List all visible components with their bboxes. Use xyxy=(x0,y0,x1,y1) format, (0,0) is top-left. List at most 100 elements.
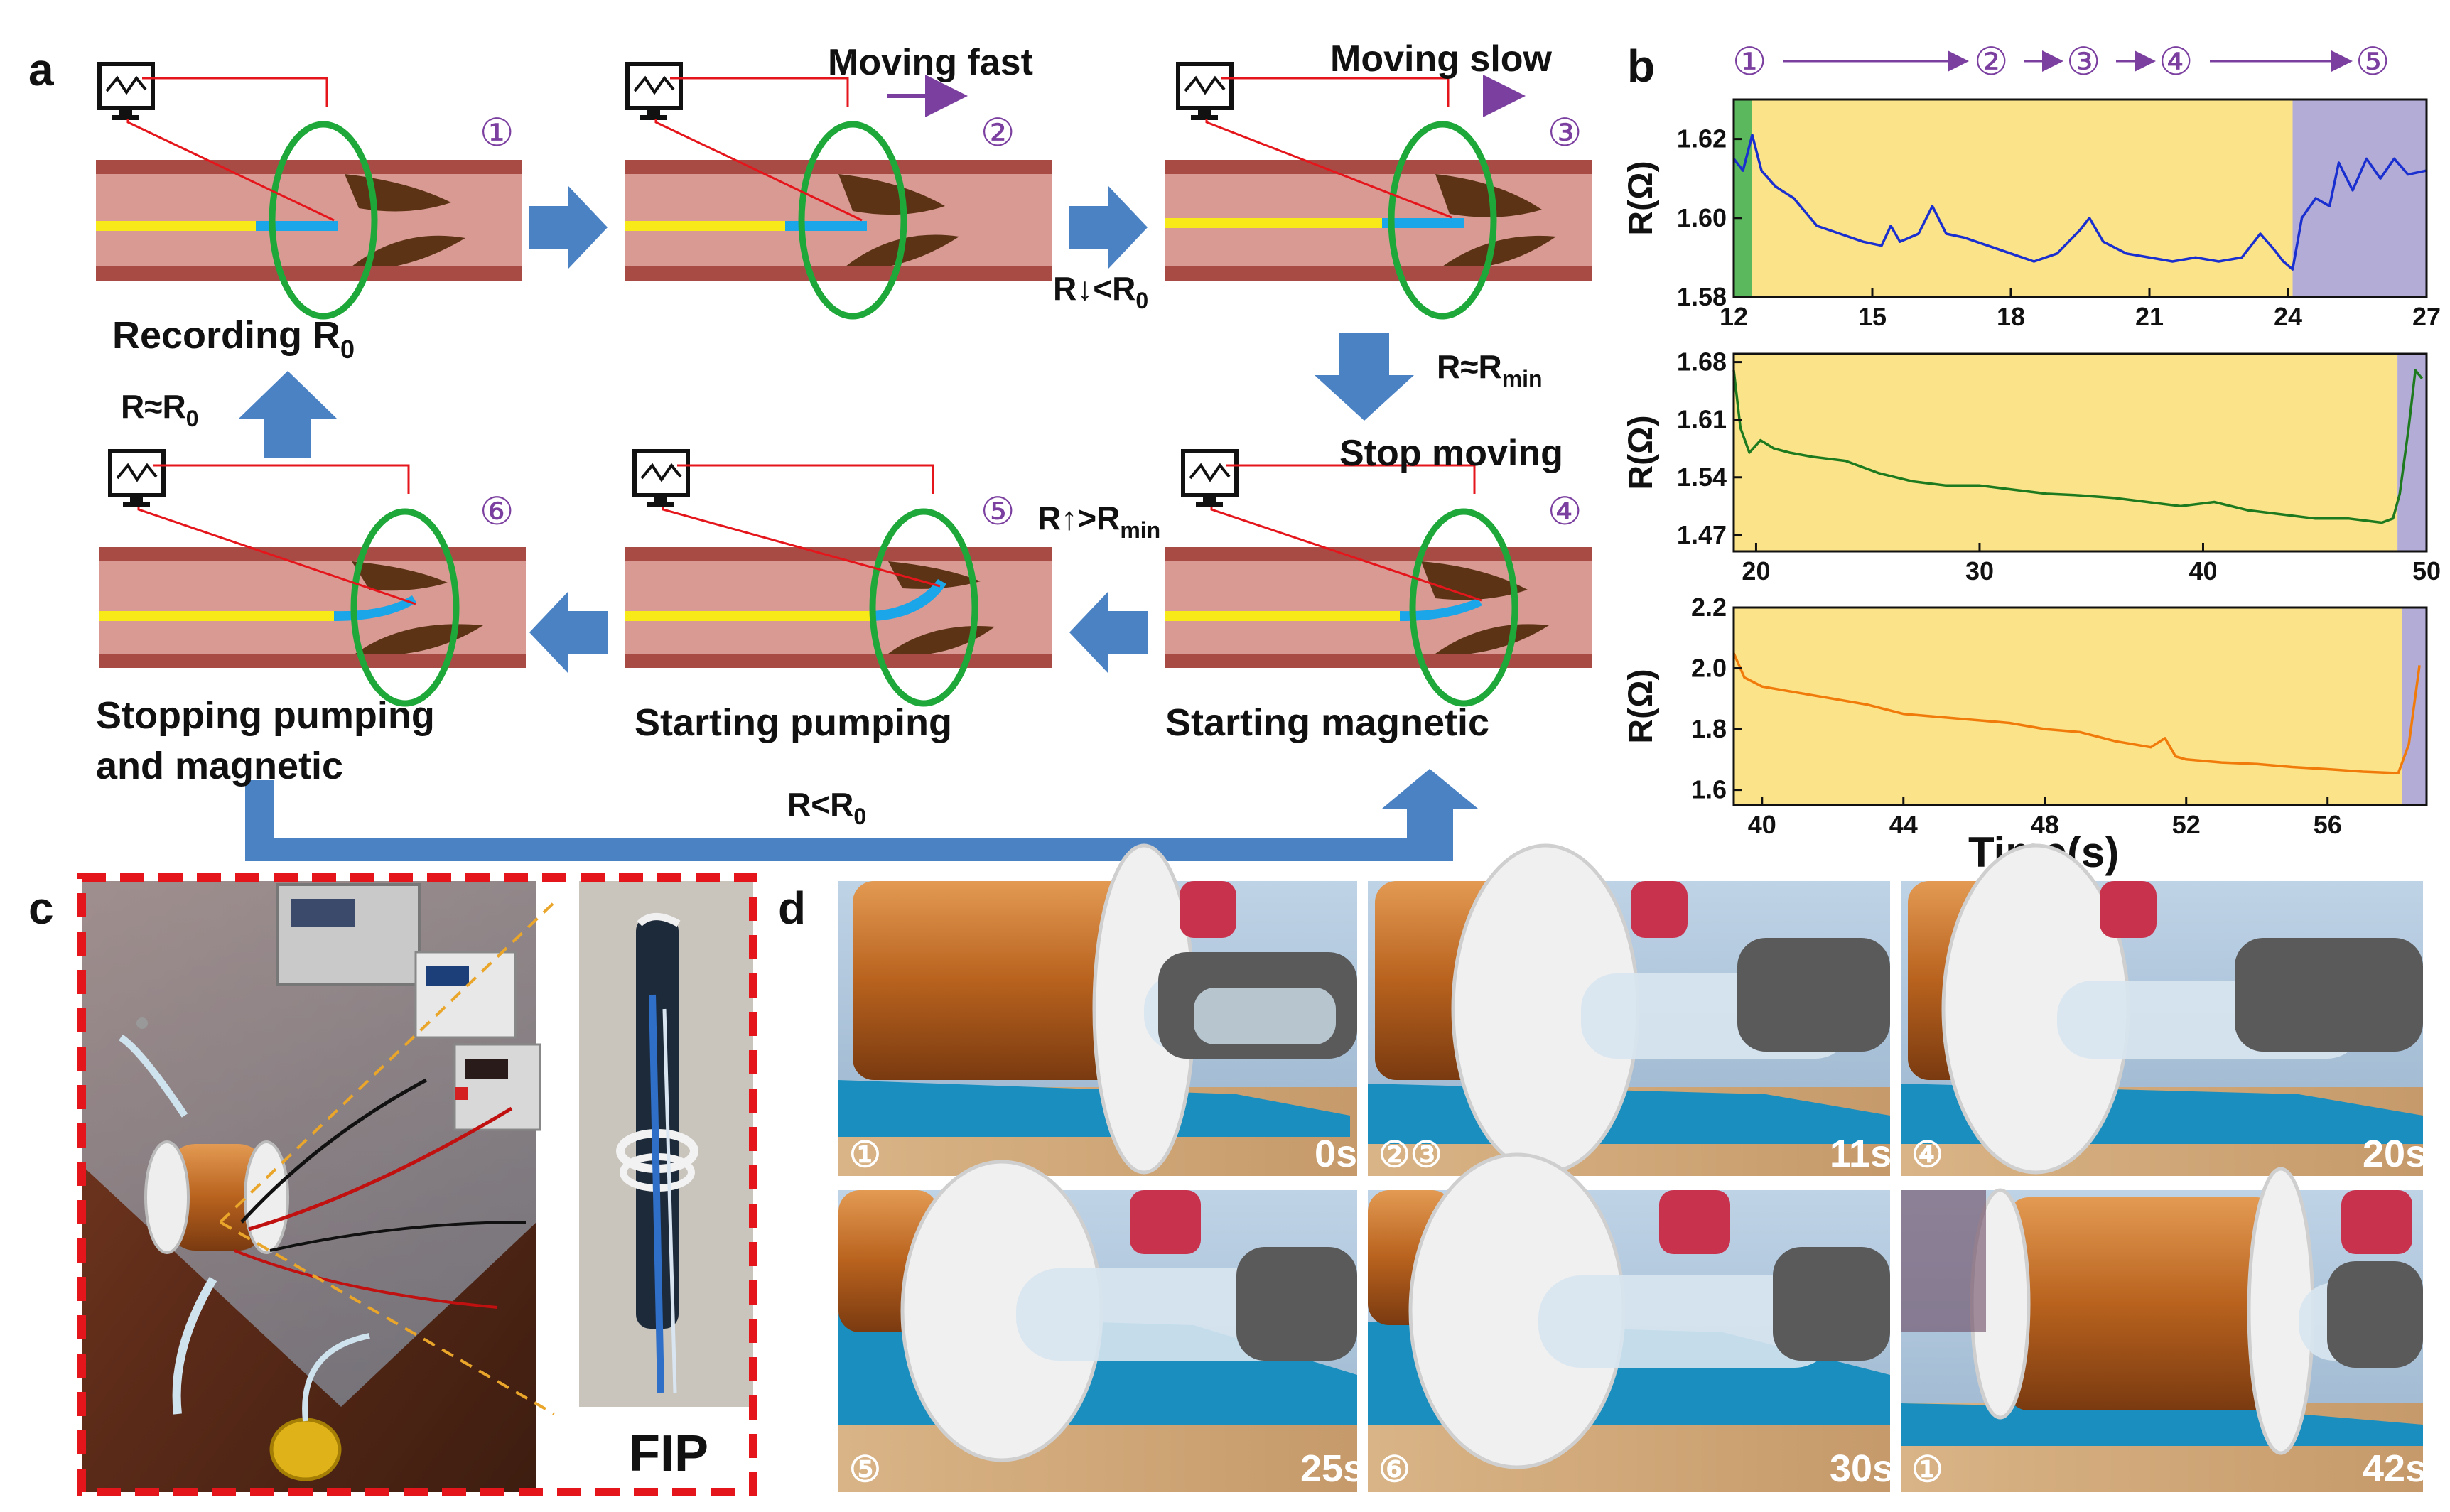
step-3-number: ③ xyxy=(1548,112,1582,154)
condition-r-loop: R<R0 xyxy=(787,786,866,829)
x-tick-label: 24 xyxy=(2274,302,2302,331)
fip-label: FIP xyxy=(629,1425,708,1482)
y-tick-label: 1.58 xyxy=(1677,282,1727,311)
y-tick-label: 1.62 xyxy=(1677,124,1727,153)
y-tick-label: 1.60 xyxy=(1677,203,1727,232)
x-tick-label: 40 xyxy=(2189,556,2217,585)
step-6-number: ⑥ xyxy=(480,490,514,533)
seq-step: ① xyxy=(1732,40,1766,83)
frame-1-marker: ① xyxy=(849,1135,881,1174)
video-frame-1 xyxy=(838,843,1357,1176)
seq-step: ③ xyxy=(2066,40,2100,83)
panel-a-letter: a xyxy=(28,44,54,95)
x-tick-label: 50 xyxy=(2412,556,2441,585)
video-frame-5 xyxy=(1368,1152,1890,1492)
phase-band xyxy=(2292,99,2427,297)
condition-r-down: R↓<R0 xyxy=(1053,270,1148,313)
panel-b-letter: b xyxy=(1627,40,1655,92)
y-tick-label: 2.0 xyxy=(1691,654,1727,683)
seq-step: ⑤ xyxy=(2355,40,2390,83)
y-tick-label: 1.47 xyxy=(1677,520,1727,549)
monitor-icon xyxy=(97,62,335,222)
x-tick-label: 48 xyxy=(2031,810,2059,839)
condition-r-back: R≈R0 xyxy=(121,388,198,431)
phase-band xyxy=(2397,354,2427,551)
plot-frame xyxy=(1732,606,2428,806)
step-6-diagram xyxy=(99,508,526,707)
resistance-line xyxy=(1732,134,2427,271)
x-tick-label: 56 xyxy=(2314,810,2342,839)
monitor-icon xyxy=(632,449,941,588)
video-frame-2 xyxy=(1368,843,1890,1176)
flow-arrow-right xyxy=(1069,186,1148,269)
plot-frame xyxy=(1732,352,2428,553)
x-tick-label: 27 xyxy=(2412,302,2441,331)
condition-r-up: R↑>Rmin xyxy=(1037,500,1160,543)
y-tick-label: 2.2 xyxy=(1691,593,1727,622)
resistance-line xyxy=(1732,652,2421,774)
moving-slow-label: Moving slow xyxy=(1330,38,1553,80)
panel-d-letter: d xyxy=(778,882,806,934)
moving-fast-label: Moving fast xyxy=(828,42,1033,83)
y-tick-label: 1.6 xyxy=(1691,775,1727,804)
video-frame-4 xyxy=(838,1160,1357,1492)
frame-4-marker: ⑤ xyxy=(849,1449,881,1489)
seq-step: ④ xyxy=(2159,40,2193,83)
step-5-diagram xyxy=(625,508,1052,707)
frame-3-marker: ④ xyxy=(1911,1135,1943,1174)
condition-r-min: R≈Rmin xyxy=(1437,348,1543,392)
coil-ring xyxy=(269,121,378,320)
svg-text:Recording R0: Recording R0 xyxy=(112,314,355,364)
y-tick-label: 1.68 xyxy=(1677,347,1727,377)
resistance-line xyxy=(1732,369,2424,524)
frame-6-marker: ① xyxy=(1911,1449,1943,1489)
plaque-bottom xyxy=(352,235,465,266)
caption-stopping-line2: and magnetic xyxy=(96,745,343,787)
flow-arrow-left xyxy=(1069,591,1148,674)
fip-inset-photo xyxy=(579,881,753,1407)
video-frame-6 xyxy=(1901,1167,2423,1492)
svg-text:R≈Rmin: R≈Rmin xyxy=(1437,348,1543,392)
step-1-diagram xyxy=(96,121,522,320)
monitor-icon xyxy=(1181,449,1482,602)
step-4-number: ④ xyxy=(1548,490,1582,533)
x-tick-label: 15 xyxy=(1858,302,1887,331)
frame-6-time: 42s xyxy=(2363,1447,2427,1490)
flow-arrow-right xyxy=(529,186,608,269)
frame-3-time: 20s xyxy=(2363,1133,2427,1175)
x-tick-label: 21 xyxy=(2135,302,2164,331)
x-tick-label: 44 xyxy=(1889,810,1918,839)
x-tick-label: 20 xyxy=(1742,556,1770,585)
setup-photo xyxy=(82,881,556,1492)
phase-band xyxy=(1752,99,2293,297)
step-5-number: ⑤ xyxy=(981,490,1015,533)
x-tick-label: 18 xyxy=(1997,302,2025,331)
frame-4-time: 25s xyxy=(1300,1447,1364,1490)
phase-band xyxy=(1734,354,2398,551)
y-axis-label: R(Ω) xyxy=(1622,415,1660,490)
step-1-number: ① xyxy=(480,112,514,154)
flow-arrow-left xyxy=(529,591,608,674)
x-tick-label: 30 xyxy=(1965,556,1994,585)
monitor-icon xyxy=(625,62,863,222)
plot-frame xyxy=(1732,98,2428,298)
y-tick-label: 1.61 xyxy=(1677,405,1727,434)
stop-moving-label: Stop moving xyxy=(1339,433,1563,474)
flow-arrow-loop xyxy=(245,769,1478,861)
x-tick-label: 40 xyxy=(1748,810,1776,839)
sequence-indicator: ① ② ③ ④ ⑤ xyxy=(1732,40,2390,83)
step-2-diagram xyxy=(625,121,1052,320)
caption-magnetic: Starting magnetic xyxy=(1165,701,1489,744)
flow-arrow-up xyxy=(238,371,338,458)
monitor-icon xyxy=(1176,62,1452,219)
caption-stopping-line1: Stopping pumping xyxy=(96,694,435,737)
step-2-number: ② xyxy=(981,112,1015,154)
frame-2-time: 11s xyxy=(1830,1133,1892,1175)
y-axis-label: R(Ω) xyxy=(1622,669,1660,743)
y-tick-label: 1.8 xyxy=(1691,714,1727,743)
monitor-icon xyxy=(108,449,416,605)
